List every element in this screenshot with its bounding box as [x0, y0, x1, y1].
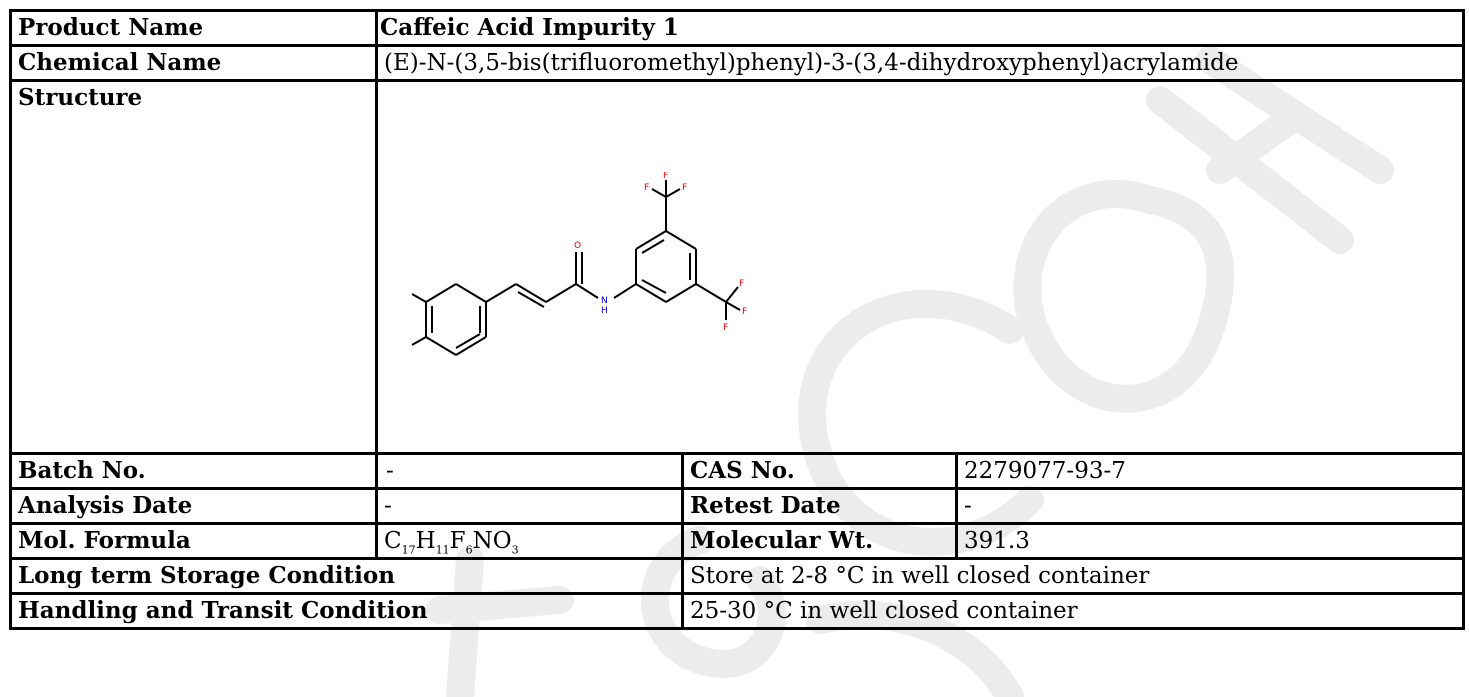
formula-c-count: 17: [401, 543, 416, 557]
chemical-name-row: Chemical Name (E)-N-(3,5-bis(trifluorome…: [9, 44, 1466, 82]
handling-label: Handling and Transit Condition: [9, 592, 684, 630]
mol-wt-label: Molecular Wt.: [681, 522, 958, 560]
formula-row: Mol. Formula C17H11F6NO3 Molecular Wt. 3…: [9, 522, 1466, 560]
analysis-date-label: Analysis Date: [9, 487, 378, 525]
formula-h-count: 11: [435, 543, 450, 557]
storage-value: Store at 2-8 °C in well closed container: [680, 557, 1466, 595]
formula-no: NO: [472, 528, 512, 554]
product-name-row: Product Name Caffeic Acid Impurity 1: [9, 9, 1466, 47]
mol-formula-value: C17H11F6NO3: [375, 522, 684, 560]
mol-wt-value: 391.3: [954, 522, 1466, 560]
atom-oxygen: O: [574, 241, 581, 251]
atom-f4: F: [739, 279, 744, 289]
product-name-label: Product Name: [9, 9, 378, 47]
formula-h: H: [415, 528, 436, 554]
chemical-name-value: (E)-N-(3,5-bis(trifluoromethyl)phenyl)-3…: [374, 44, 1466, 82]
formula-f-count: 6: [465, 543, 473, 557]
chemical-structure-diagram: HO HO O N H F F F F F F: [411, 172, 747, 356]
formula-c: C: [384, 528, 402, 554]
cas-no-label: CAS No.: [681, 452, 958, 490]
atom-f5: F: [742, 307, 747, 317]
mol-formula-label: Mol. Formula: [9, 522, 378, 560]
storage-row: Long term Storage Condition Store at 2-8…: [9, 557, 1466, 595]
storage-label: Long term Storage Condition: [9, 557, 684, 595]
date-row: Analysis Date - Retest Date -: [9, 487, 1466, 525]
formula-o-count: 3: [511, 543, 519, 557]
atom-f2: F: [663, 172, 668, 181]
cas-no-value: 2279077-93-7: [954, 452, 1466, 490]
handling-row: Handling and Transit Condition 25-30 °C …: [9, 592, 1466, 630]
coa-table: Product Name Caffeic Acid Impurity 1 Che…: [9, 9, 1466, 630]
structure-label: Structure: [9, 79, 378, 455]
analysis-date-value: -: [375, 487, 684, 525]
retest-date-label: Retest Date: [681, 487, 958, 525]
atom-f1: F: [644, 183, 649, 193]
atom-f6: F: [723, 323, 728, 333]
retest-date-value: -: [954, 487, 1466, 525]
handling-value: 25-30 °C in well closed container: [680, 592, 1466, 630]
atom-hydrogen: H: [601, 306, 608, 316]
structure-row: Structure: [9, 79, 1466, 455]
batch-no-value: -: [375, 452, 684, 490]
batch-no-label: Batch No.: [9, 452, 378, 490]
chemical-name-label: Chemical Name: [9, 44, 378, 82]
batch-row: Batch No. - CAS No. 2279077-93-7: [9, 452, 1466, 490]
atom-f3: F: [682, 183, 687, 193]
formula-f: F: [449, 528, 466, 554]
product-name-value: Caffeic Acid Impurity 1: [374, 9, 1466, 47]
structure-image-cell: HO HO O N H F F F F F F: [374, 79, 1466, 455]
atom-nitrogen: N: [601, 296, 608, 306]
